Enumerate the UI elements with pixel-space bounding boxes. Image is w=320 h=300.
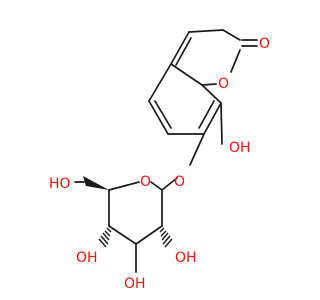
bond bbox=[170, 31, 190, 65]
bond bbox=[108, 225, 137, 245]
atom-labels: O O OH O O HO OH OH OH bbox=[49, 36, 270, 292]
wedge-bond bbox=[83, 176, 109, 190]
structure-canvas: O O OH O O HO OH OH OH bbox=[49, 29, 270, 292]
bond bbox=[148, 63, 172, 102]
bond bbox=[201, 84, 222, 104]
bond bbox=[154, 100, 172, 129]
ether-oxygen-label: O bbox=[174, 174, 185, 190]
hash-bond bbox=[159, 227, 173, 248]
hydroxyl-3-label: OH bbox=[124, 276, 146, 292]
bond bbox=[148, 100, 169, 135]
hydroxyl-2-label: OH bbox=[175, 250, 197, 266]
bond bbox=[175, 37, 192, 66]
bond bbox=[135, 225, 163, 245]
pyranose-oxygen-label: O bbox=[140, 174, 151, 190]
molecule-structure: O O OH O O HO OH OH OH bbox=[49, 29, 270, 292]
bond bbox=[188, 29, 224, 33]
hash-bond bbox=[98, 227, 112, 248]
bond bbox=[170, 63, 203, 86]
hydroxyl-4-label: OH bbox=[76, 250, 98, 266]
hydroxyl-8-label: OH bbox=[229, 140, 251, 156]
bond bbox=[220, 102, 223, 145]
bond bbox=[201, 83, 217, 86]
bond bbox=[203, 102, 222, 135]
bond bbox=[108, 181, 140, 191]
bond bbox=[189, 133, 205, 166]
bond bbox=[150, 181, 163, 191]
glycosidic-bonds bbox=[161, 177, 178, 191]
bond bbox=[161, 177, 178, 191]
coumarin-bonds bbox=[148, 29, 258, 166]
bond bbox=[230, 49, 241, 73]
ring-oxygen-label: O bbox=[218, 76, 229, 92]
bond bbox=[198, 100, 215, 129]
carbonyl-oxygen-label: O bbox=[259, 36, 270, 52]
stereo-bonds bbox=[83, 176, 173, 248]
hydroxymethyl-label: HO bbox=[49, 176, 71, 192]
bond bbox=[222, 29, 241, 41]
pyranose-bonds bbox=[74, 181, 163, 273]
